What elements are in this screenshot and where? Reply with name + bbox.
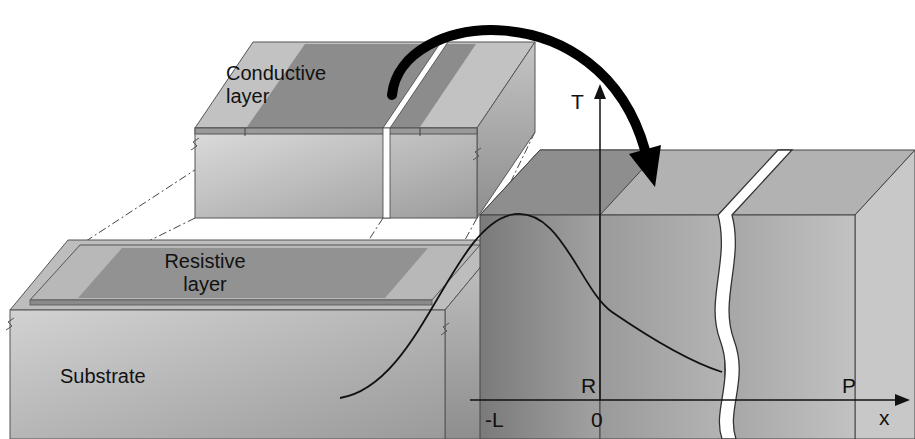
axis-label: 0 xyxy=(591,408,611,432)
axis-label: -L xyxy=(485,408,525,432)
resistive-layer xyxy=(30,245,480,305)
axis-label: P xyxy=(842,374,862,398)
part-label: Resistive layer xyxy=(150,250,260,296)
temperature-curve xyxy=(340,214,722,398)
slice-cut xyxy=(383,42,448,218)
cross-section-box xyxy=(480,150,915,439)
transfer-arrow xyxy=(392,30,661,187)
axis-label: x xyxy=(879,406,899,430)
axis-label: T xyxy=(571,90,591,114)
conductive-block xyxy=(191,42,535,218)
part-label: Conductive layer xyxy=(226,62,356,108)
part-label: Substrate xyxy=(60,365,190,388)
substrate-block xyxy=(6,240,503,439)
axis-label: R xyxy=(581,374,601,398)
axes xyxy=(470,84,910,406)
